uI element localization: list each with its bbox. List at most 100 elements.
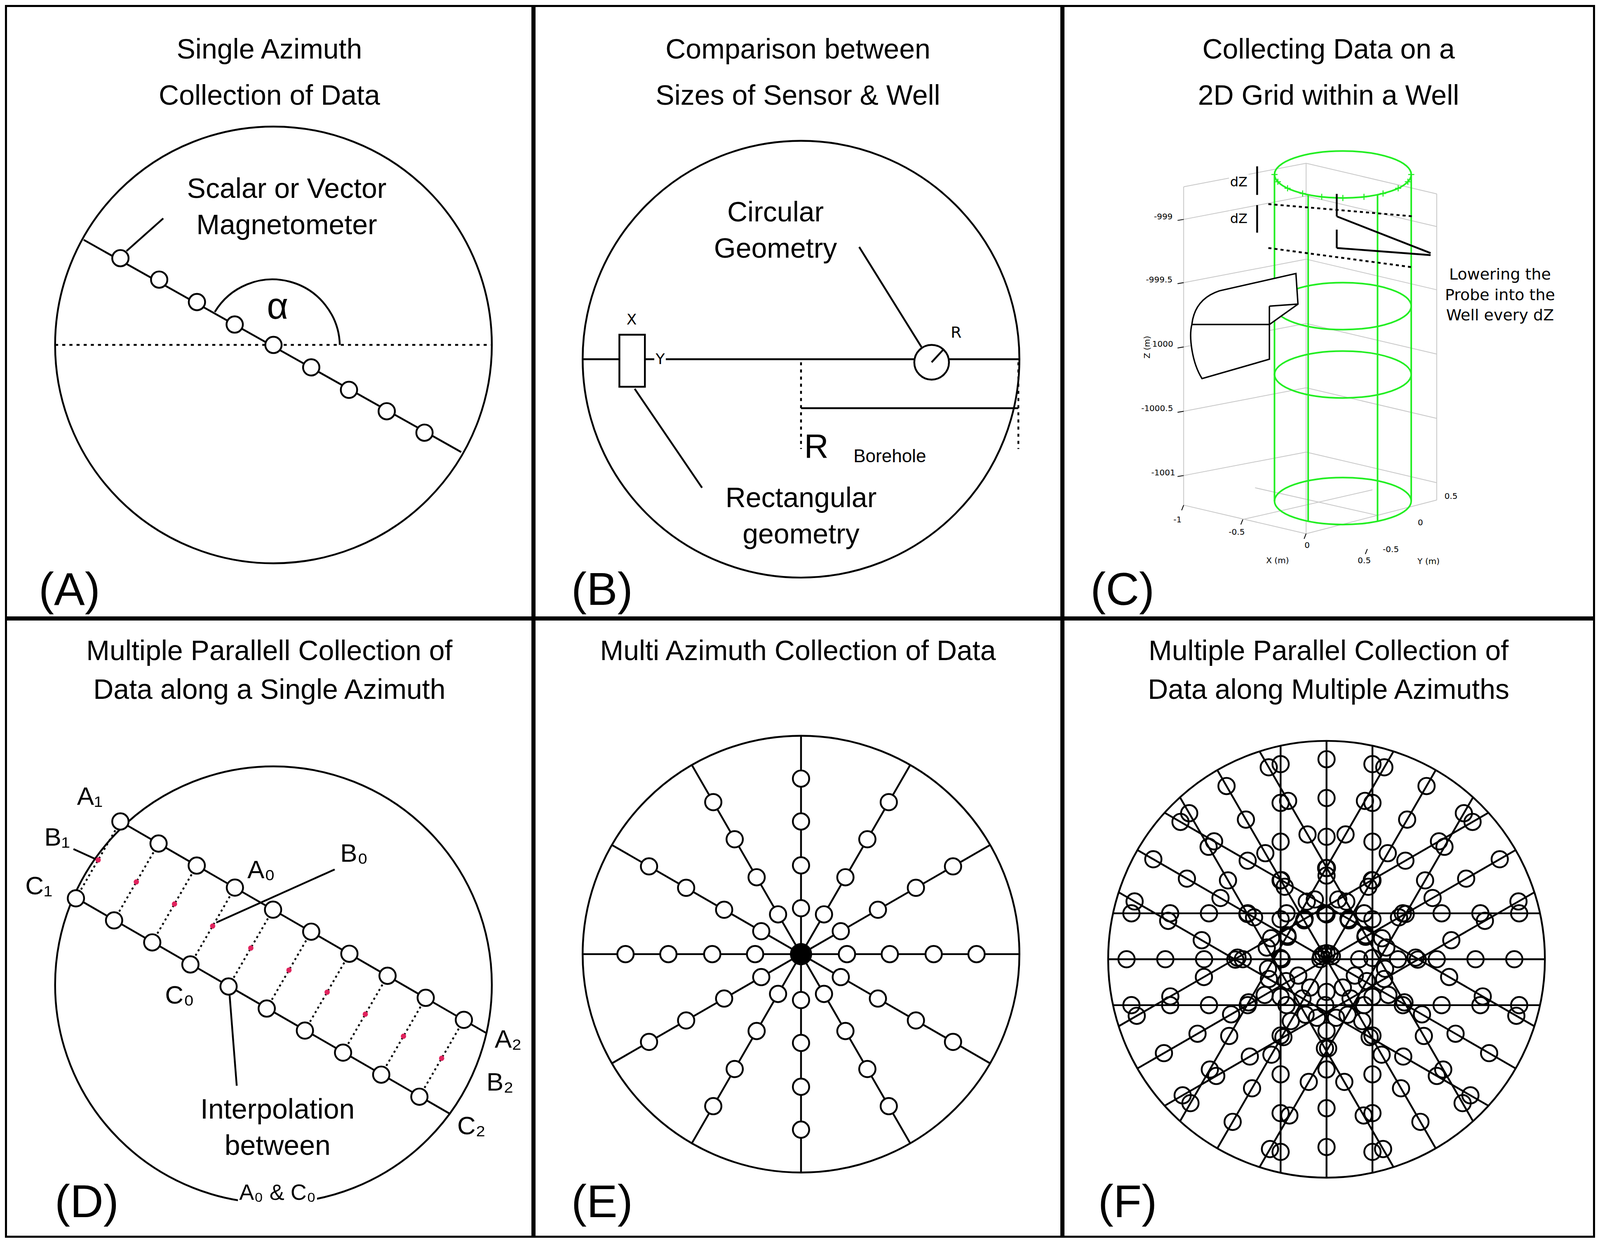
borehole-circle	[55, 766, 492, 1203]
probe-sensor	[1190, 273, 1298, 379]
text-line: Rectangular	[725, 479, 877, 516]
rectangular-sensor	[619, 334, 645, 387]
panel-title: Multi Azimuth Collection of Data	[535, 630, 1060, 670]
point-label: A₁	[75, 781, 104, 811]
angle-arc	[214, 279, 340, 346]
magnetometer-points	[112, 249, 433, 441]
point-label: C₀	[163, 980, 196, 1010]
point-label: C₂	[455, 1110, 487, 1140]
leader-line	[126, 218, 164, 252]
text-line: Sizes of Sensor & Well	[535, 71, 1060, 118]
dimension-line	[800, 362, 802, 449]
tick-label: -1	[1172, 514, 1182, 524]
text-line: 2D Grid within a Well	[1064, 71, 1593, 118]
text-line: Well every dZ	[1444, 305, 1556, 326]
tick-label: -1000	[1148, 339, 1174, 349]
tick-label: -1000.5	[1140, 403, 1174, 414]
circular-sensor	[914, 345, 950, 380]
dimension-line	[1017, 362, 1020, 449]
borehole-circle	[1108, 740, 1545, 1178]
panel-title: Collecting Data on a 2D Grid within a We…	[1064, 25, 1593, 118]
text-line: Circular	[714, 193, 838, 230]
axis-title: X (m)	[1265, 555, 1290, 565]
callout-label: Rectangular geometry	[724, 479, 879, 553]
point-label: B₂	[485, 1066, 515, 1097]
tick-label: 0.5	[1357, 555, 1372, 565]
profile-lines	[40, 821, 552, 1137]
callout-lines	[1336, 193, 1431, 256]
text-line: geometry	[725, 515, 877, 552]
tick-label: 0	[1417, 517, 1424, 528]
callout-label: Scalar or Vector Magnetometer	[185, 169, 388, 243]
callout-label: A₀ & C₀	[237, 1179, 318, 1205]
text-line: Data along Multiple Azimuths	[1064, 669, 1593, 709]
point-label: B₀	[338, 838, 369, 868]
panel-title: Single Azimuth Collection of Data	[7, 25, 532, 118]
text-line: Multiple Parallell Collection of	[7, 630, 532, 670]
text-line: Multiple Parallel Collection of	[1064, 630, 1593, 670]
point-label: A₂	[493, 1024, 523, 1054]
axis-ticks	[1177, 219, 1368, 555]
tick-label: -1001	[1151, 467, 1176, 477]
grid-markers	[1271, 171, 1415, 202]
depth-line	[1268, 247, 1414, 268]
dimension-line	[801, 407, 1019, 409]
axis-label: X	[625, 310, 639, 328]
parallel-profile-points	[67, 813, 473, 1105]
panel-letter: (A)	[38, 562, 101, 616]
radius-line	[931, 348, 945, 362]
tick-label: -999	[1153, 211, 1173, 221]
dimension-label: R	[802, 426, 830, 466]
panel-title: Multiple Parallell Collection of Data al…	[7, 630, 532, 709]
point-label: A₀	[246, 854, 277, 884]
tick-label: 0.5	[1444, 491, 1459, 501]
axis-label: Y	[654, 350, 666, 368]
multi-azimuth-points	[582, 735, 1020, 1173]
panel-letter: (E)	[571, 1174, 633, 1228]
plot-axes	[1183, 163, 1437, 534]
panel-letter: (C)	[1090, 562, 1155, 616]
panel-title: Comparison between Sizes of Sensor & Wel…	[535, 25, 1060, 118]
tick-label: -0.5	[1382, 544, 1400, 554]
text-line: Data along a Single Azimuth	[7, 669, 532, 709]
radius-label: R	[949, 323, 963, 342]
tick-label: -999.5	[1145, 274, 1173, 285]
panel-letter: (B)	[571, 562, 633, 616]
depth-bar	[1256, 204, 1258, 233]
tick-label: 0	[1303, 540, 1311, 550]
text-line: Comparison between	[535, 25, 1060, 72]
text-line: between	[200, 1126, 355, 1163]
borehole-circle	[582, 735, 1020, 1173]
borehole-circle	[55, 126, 492, 564]
dimension-label: dZ	[1228, 210, 1249, 226]
leader-line	[634, 388, 703, 488]
text-line: Probe into the	[1444, 284, 1556, 306]
borehole-circle	[582, 140, 1020, 578]
figure-panel: Multiple Parallel Collection of Data alo…	[1062, 618, 1596, 1238]
text-line: Collection of Data	[7, 71, 532, 118]
text-line: Interpolation	[200, 1090, 355, 1127]
callout-label: Interpolation between	[199, 1090, 356, 1163]
leader-line	[229, 994, 237, 1086]
text-line: Single Azimuth	[7, 25, 532, 72]
leader-line	[73, 848, 96, 860]
angle-symbol: α	[265, 284, 290, 328]
callout-label: Lowering the Probe into the Well every d…	[1443, 264, 1557, 326]
text-line: Magnetometer	[187, 206, 387, 243]
axis-title: Y (m)	[1416, 556, 1441, 567]
panel-letter: (F)	[1097, 1174, 1157, 1228]
point-label: C₁	[23, 871, 54, 901]
multi-parallel-points	[1108, 740, 1545, 1178]
figure-panel: Multi Azimuth Collection of Data (E)	[533, 618, 1062, 1238]
dimension-label: dZ	[1228, 173, 1249, 190]
text-line: Collecting Data on a	[1064, 25, 1593, 72]
axis-title: Z (m)	[1142, 335, 1152, 359]
panel-letter: (D)	[54, 1174, 119, 1228]
point-label: B₁	[42, 822, 71, 852]
subscript-label: Borehole	[852, 445, 928, 467]
depth-line	[1268, 204, 1414, 217]
azimuth-line	[83, 239, 462, 453]
text-line: Lowering the	[1444, 264, 1556, 285]
diameter-line	[582, 358, 1020, 360]
text-line: Geometry	[714, 229, 838, 266]
